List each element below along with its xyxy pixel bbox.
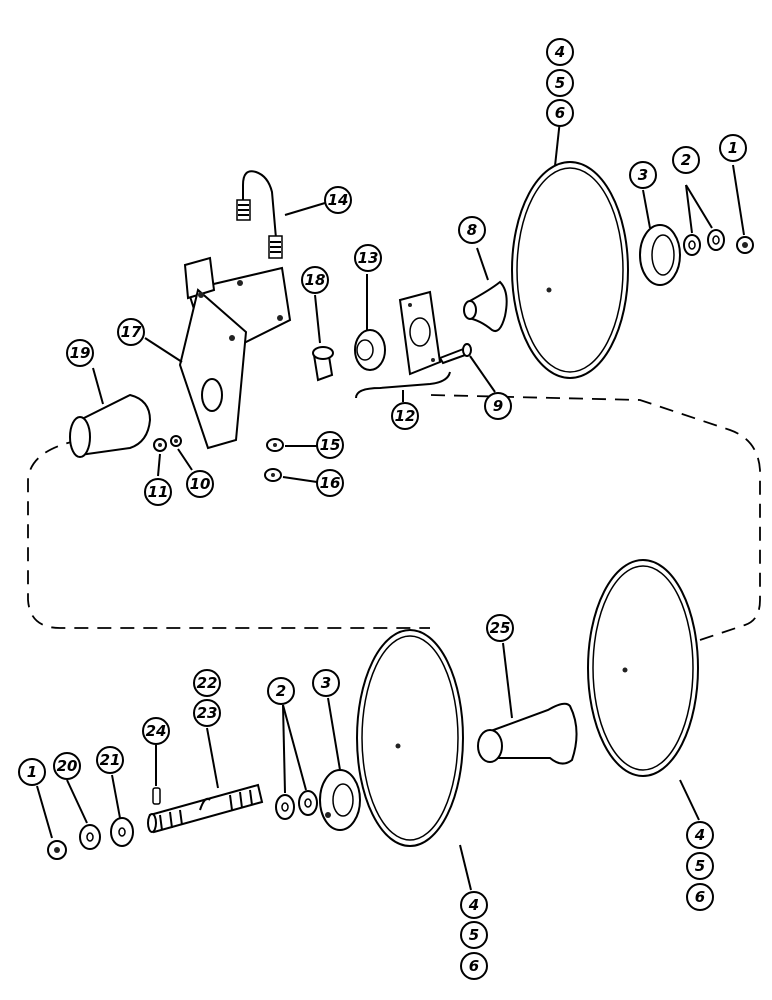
washer-part-10	[170, 435, 182, 447]
svg-text:5: 5	[555, 74, 565, 92]
callout-20: 20	[53, 752, 81, 780]
flange-housing-part-12	[398, 290, 442, 376]
callout-9: 9	[484, 392, 512, 420]
disc-top-part-4-5-6	[511, 161, 629, 379]
svg-text:14: 14	[328, 191, 349, 209]
bolt-part-9	[438, 343, 472, 365]
svg-text:6: 6	[469, 957, 479, 975]
hub-part-8	[463, 280, 508, 332]
callout-6-bottom-left: 6	[460, 952, 488, 980]
svg-text:21: 21	[100, 751, 121, 769]
svg-text:12: 12	[395, 407, 416, 425]
bearing-part-13	[354, 329, 386, 371]
svg-text:3: 3	[321, 674, 331, 692]
callout-3-bottom: 3	[312, 669, 340, 697]
svg-text:22: 22	[197, 674, 218, 692]
callout-4-top: 4	[546, 38, 574, 66]
bracket-brace-12	[355, 371, 451, 399]
svg-text:6: 6	[695, 888, 705, 906]
svg-text:9: 9	[493, 397, 503, 415]
svg-text:18: 18	[305, 271, 326, 289]
callout-22: 22	[193, 669, 221, 697]
svg-text:4: 4	[554, 43, 565, 61]
callout-2-top: 2	[672, 146, 700, 174]
callout-10: 10	[186, 470, 214, 498]
bearing-housing-bottom-part-3	[319, 769, 361, 831]
disc-bottom-left-part-4-5-6	[356, 629, 464, 847]
svg-text:1: 1	[728, 139, 738, 157]
callout-2-bottom: 2	[267, 677, 295, 705]
svg-text:2: 2	[276, 682, 286, 700]
washer-bottom-part-2	[275, 790, 318, 820]
callout-17: 17	[117, 318, 145, 346]
bearing-housing-top-part-3	[639, 224, 681, 286]
pin-part-24	[152, 787, 161, 805]
callout-4-bottom-left: 4	[460, 891, 488, 919]
svg-text:23: 23	[197, 704, 218, 722]
svg-text:3: 3	[638, 166, 648, 184]
nut-part-15	[266, 438, 284, 452]
bracket-part-17	[178, 256, 292, 450]
callout-6-bottom-right: 6	[686, 883, 714, 911]
washer-top-part-2	[683, 229, 725, 256]
callout-13: 13	[354, 244, 382, 272]
svg-text:10: 10	[190, 475, 211, 493]
svg-text:2: 2	[681, 151, 691, 169]
leader-lines	[36, 119, 745, 891]
callout-3-top: 3	[629, 161, 657, 189]
svg-text:17: 17	[121, 323, 142, 341]
callout-8: 8	[458, 216, 486, 244]
threaded-shaft-part-22-23	[147, 783, 264, 834]
svg-text:1: 1	[27, 763, 37, 781]
disc-bottom-right-part-4-5-6	[587, 559, 699, 777]
svg-text:4: 4	[694, 826, 705, 844]
callout-19: 19	[66, 339, 94, 367]
callout-6-top: 6	[546, 99, 574, 127]
svg-text:25: 25	[490, 619, 511, 637]
spool-spacer-part-25	[477, 702, 578, 765]
nut-part-11	[153, 438, 167, 452]
callout-12: 12	[391, 402, 419, 430]
svg-text:5: 5	[469, 926, 479, 944]
svg-text:13: 13	[358, 249, 379, 267]
svg-text:4: 4	[468, 896, 479, 914]
callout-18: 18	[301, 266, 329, 294]
callout-4-bottom-right: 4	[686, 821, 714, 849]
callout-14: 14	[324, 186, 352, 214]
svg-text:16: 16	[320, 474, 341, 492]
callout-24: 24	[142, 717, 170, 745]
assembly-connector-dashed-line	[27, 394, 761, 641]
callout-25: 25	[486, 614, 514, 642]
callout-21: 21	[96, 746, 124, 774]
callout-1-top: 1	[719, 134, 747, 162]
svg-text:15: 15	[320, 436, 341, 454]
washer-part-20	[79, 824, 101, 850]
castle-nut-bottom-part-1	[47, 840, 67, 860]
callout-15: 15	[316, 431, 344, 459]
svg-text:19: 19	[70, 344, 91, 362]
callout-5-bottom-left: 5	[460, 921, 488, 949]
callout-5-top: 5	[546, 69, 574, 97]
svg-text:11: 11	[148, 483, 169, 501]
svg-text:20: 20	[57, 757, 78, 775]
svg-text:8: 8	[467, 221, 477, 239]
castle-nut-top-part-1	[736, 236, 754, 254]
washer-part-21	[110, 817, 134, 847]
bushing-part-18	[312, 346, 334, 382]
svg-text:6: 6	[555, 104, 565, 122]
callout-16: 16	[316, 469, 344, 497]
sleeve-part-19	[69, 393, 152, 458]
callout-1-bottom: 1	[18, 758, 46, 786]
svg-text:24: 24	[146, 722, 167, 740]
nut-part-16	[264, 468, 282, 482]
u-bolt-part-14	[236, 170, 283, 259]
callout-11: 11	[144, 478, 172, 506]
callout-23: 23	[193, 699, 221, 727]
callout-5-bottom-right: 5	[686, 852, 714, 880]
svg-text:5: 5	[695, 857, 705, 875]
